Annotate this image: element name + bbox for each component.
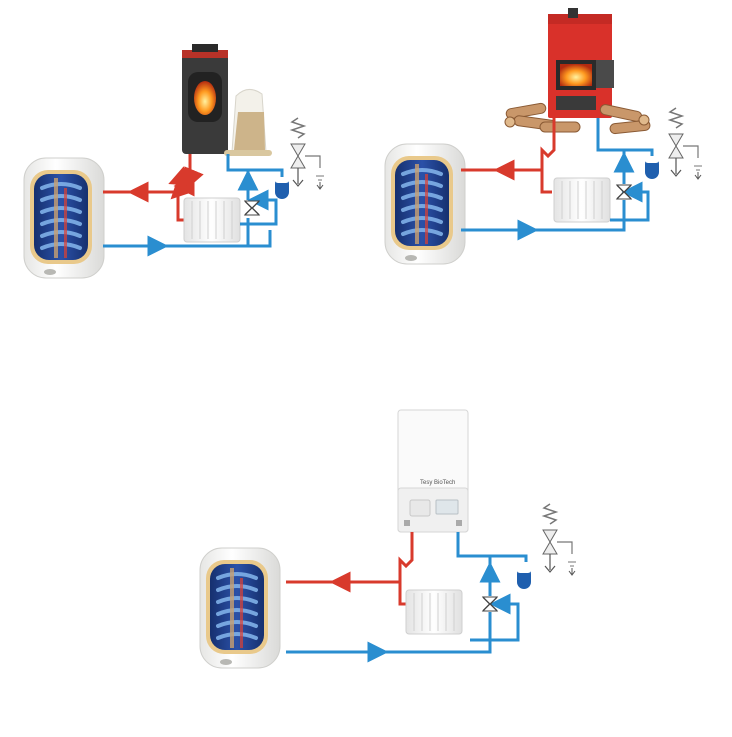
safety-valve-1 (290, 117, 325, 190)
radiator-2 (553, 177, 611, 223)
hot-flow-pipe-1 (103, 154, 204, 200)
boiler-display (435, 499, 459, 515)
pellet-stove (182, 44, 228, 154)
expansion-vessel-3 (517, 567, 531, 589)
radiator-1 (183, 197, 241, 243)
diagram-solid-fuel-boiler (383, 8, 703, 266)
water-heater-tank-3 (198, 546, 282, 670)
radiator-3 (405, 589, 463, 635)
hot-flow-pipe-2 (461, 118, 556, 172)
return-pipe-3 (456, 532, 528, 562)
firewood-pile (504, 102, 651, 135)
expansion-vessel-1 (275, 177, 289, 199)
boiler-brand-label: Tesy BioTech (420, 480, 455, 486)
water-heater-tank-1 (22, 156, 106, 280)
water-heater-tank-2 (383, 142, 467, 266)
expansion-vessel-2 (645, 157, 659, 179)
safety-valve-2 (668, 107, 703, 180)
pellet-pile (224, 150, 272, 156)
hot-flow-pipe-3 (286, 532, 414, 584)
flame-icon (194, 81, 216, 115)
gas-wall-boiler: Tesy BioTech (397, 409, 469, 533)
return-pipe-1 (226, 154, 284, 178)
mixing-valve-3 (482, 596, 498, 612)
diagram-gas-wall-boiler: Tesy BioTech (198, 409, 577, 670)
fire-icon (560, 64, 592, 86)
mixing-valve-1 (244, 200, 260, 216)
diagram-pellet-stove (22, 44, 325, 280)
mixing-valve-2 (616, 184, 632, 200)
pellet-bag (231, 89, 267, 153)
safety-valve-3 (542, 503, 577, 576)
solid-fuel-boiler (548, 8, 614, 118)
cold-flow-pipe-3 (286, 612, 492, 654)
